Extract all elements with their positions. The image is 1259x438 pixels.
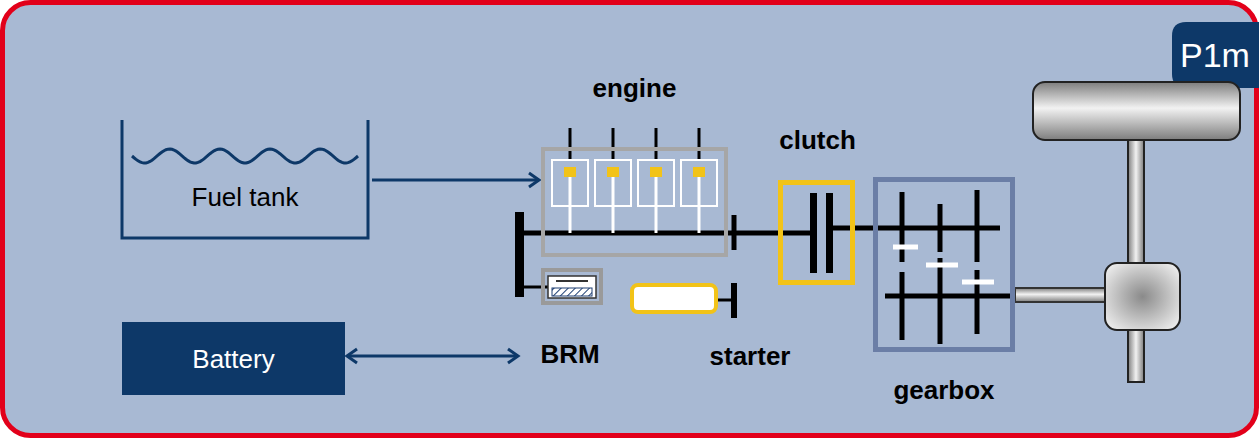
gear-set bbox=[938, 204, 943, 252]
cylinder bbox=[655, 128, 658, 160]
clutch-plates bbox=[810, 193, 833, 273]
gearbox-box-outline bbox=[873, 177, 1015, 352]
wheel-assembly bbox=[1033, 82, 1240, 140]
wheel-assembly bbox=[1015, 288, 1107, 302]
engine-block: engine bbox=[541, 72, 728, 257]
clutch-box-outline bbox=[778, 180, 855, 285]
gear-set bbox=[975, 190, 980, 262]
engine-internals bbox=[515, 128, 810, 318]
tank-outline bbox=[122, 120, 368, 238]
part-name: BRM bbox=[540, 339, 599, 369]
part-name: Fuel tank bbox=[192, 182, 299, 212]
gear-set bbox=[962, 280, 994, 285]
fuel-tank: Fuel tank bbox=[120, 120, 370, 240]
cylinder bbox=[612, 128, 615, 160]
part-name: engine bbox=[593, 73, 677, 103]
gearbox-box: gearbox bbox=[868, 172, 1020, 408]
cylinder bbox=[655, 177, 658, 233]
brm-rotor bbox=[548, 276, 596, 298]
engine-internals bbox=[515, 231, 810, 236]
cylinder bbox=[650, 167, 662, 177]
gear-set bbox=[938, 258, 943, 344]
brm-rotor bbox=[552, 288, 592, 296]
cylinder bbox=[564, 167, 576, 177]
cylinder bbox=[698, 128, 701, 160]
cylinder bbox=[569, 128, 572, 160]
engine-internals bbox=[731, 283, 737, 318]
brm-machine-outline bbox=[541, 268, 603, 305]
clutch-plates bbox=[810, 193, 817, 273]
engine-internals bbox=[716, 299, 731, 302]
cylinder bbox=[698, 177, 701, 233]
brm-rotor bbox=[548, 276, 596, 298]
cylinder bbox=[569, 177, 572, 233]
panel-background bbox=[3, 3, 1257, 436]
gear-set bbox=[926, 263, 958, 268]
clutch-box: clutch bbox=[770, 125, 865, 287]
gear-set bbox=[900, 192, 905, 262]
engine-internals bbox=[515, 212, 524, 297]
architecture-tag: P1m bbox=[1180, 36, 1250, 74]
cylinder bbox=[681, 128, 717, 233]
part-name: gearbox bbox=[893, 375, 994, 405]
battery-box: Battery bbox=[122, 322, 345, 395]
wheel-assembly bbox=[1105, 263, 1180, 330]
wheel-assembly bbox=[1015, 82, 1240, 382]
brm-rotor bbox=[556, 280, 588, 282]
energy-flow-arrow bbox=[347, 355, 518, 358]
engine-internals bbox=[732, 215, 737, 250]
cylinder bbox=[595, 128, 631, 233]
cylinder bbox=[693, 167, 705, 177]
cylinder bbox=[638, 128, 674, 233]
wheel-assembly bbox=[1128, 140, 1144, 382]
cylinder bbox=[612, 177, 615, 233]
cylinder bbox=[607, 167, 619, 177]
clutch-plates bbox=[826, 193, 833, 273]
gear-set bbox=[900, 272, 905, 340]
gear-set bbox=[893, 245, 918, 250]
starter-motor: starter bbox=[628, 280, 812, 376]
part-name: clutch bbox=[779, 125, 856, 155]
brm-machine: BRM bbox=[520, 264, 620, 376]
fuel-surface bbox=[132, 149, 358, 163]
part-name: starter bbox=[710, 341, 791, 371]
starter-motor-outline bbox=[630, 283, 718, 314]
cylinder bbox=[552, 128, 588, 233]
engine-block-outline bbox=[541, 147, 728, 257]
tank-outline bbox=[120, 120, 370, 240]
gear-set bbox=[833, 190, 1015, 344]
part-name: Battery bbox=[192, 344, 274, 374]
title-tab bbox=[1172, 22, 1259, 88]
energy-flow-arrow bbox=[372, 179, 539, 182]
